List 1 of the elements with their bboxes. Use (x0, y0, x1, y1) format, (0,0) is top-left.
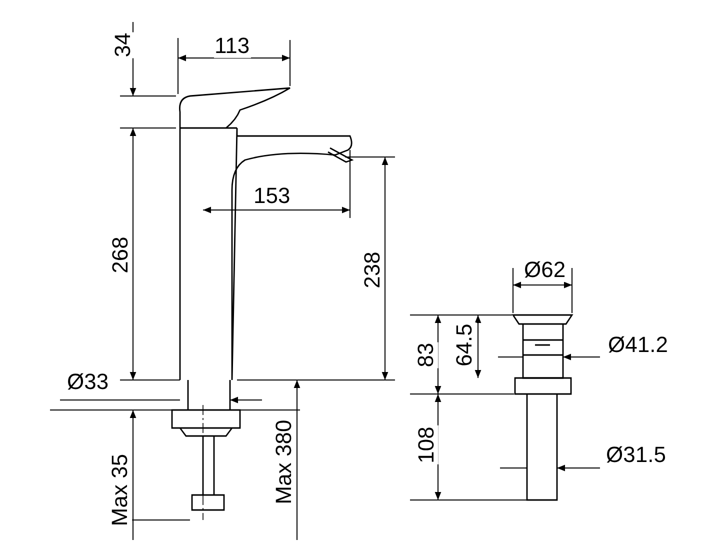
dimension-label: Ø62 (523, 258, 567, 282)
